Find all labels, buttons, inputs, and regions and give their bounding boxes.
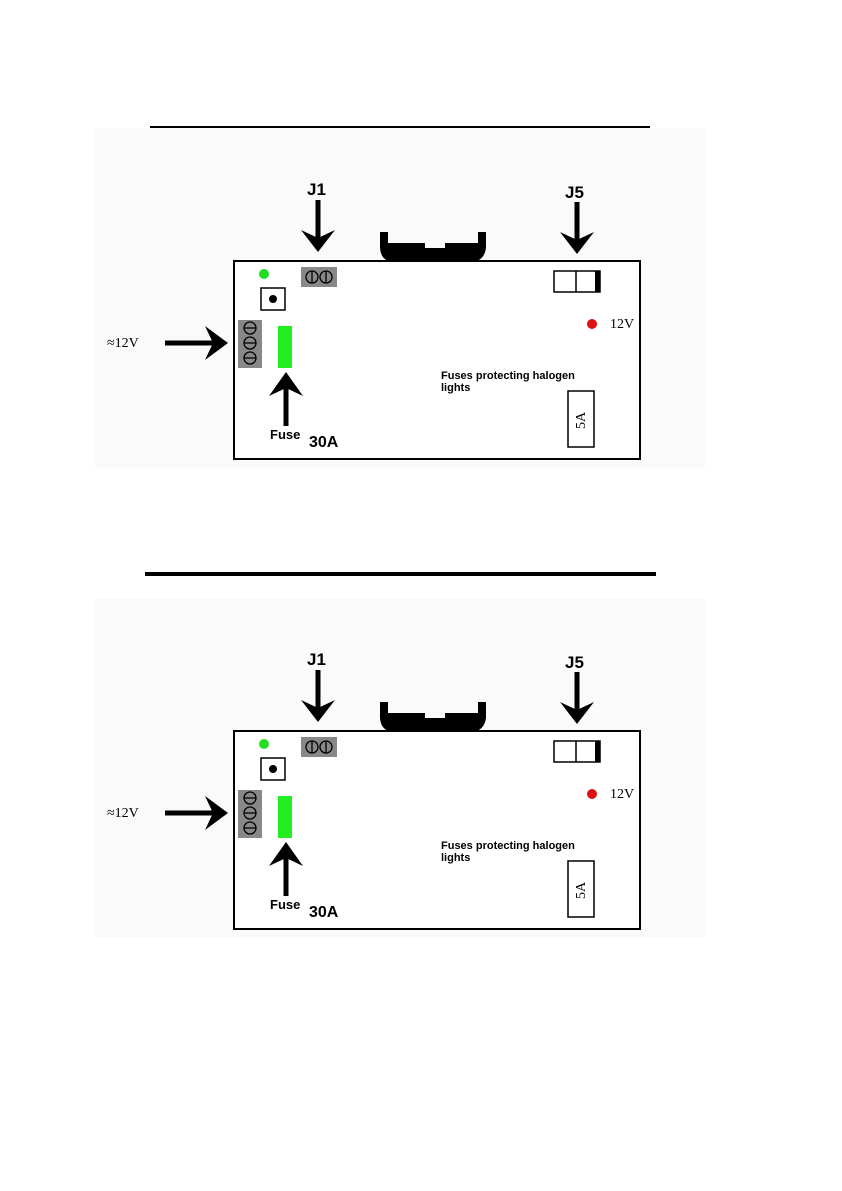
halogen-fuses-label-line2: lights	[441, 852, 470, 864]
fuse-label: Fuse	[270, 897, 300, 912]
halogen-fuse-rating: 5A	[574, 411, 589, 429]
j5-label: J5	[565, 183, 584, 202]
ac-input-arrow	[165, 796, 228, 830]
j5-arrow	[560, 672, 594, 724]
board-diagram-svg: J1 J5 ≈12V	[95, 128, 705, 468]
ac-voltage-label: ≈12V	[107, 806, 139, 821]
section-divider-2	[145, 572, 656, 576]
j1-label: J1	[307, 180, 326, 199]
halogen-fuse-rating: 5A	[574, 881, 589, 899]
ac-terminal-block	[238, 790, 262, 838]
ac-terminal-block	[238, 320, 262, 368]
j5-arrow	[560, 202, 594, 254]
push-button	[261, 288, 285, 310]
board-diagram-svg: J1 J5 ≈12V	[95, 598, 705, 938]
board-diagram-2: J1 J5 ≈12V	[95, 598, 705, 938]
dc-voltage-label: 12V	[610, 317, 634, 332]
ac-voltage-label: ≈12V	[107, 336, 139, 351]
j1-label: J1	[307, 650, 326, 669]
dc-voltage-label: 12V	[610, 787, 634, 802]
halogen-fuses-label-line2: lights	[441, 382, 470, 394]
fuse-rating-label: 30A	[309, 434, 339, 451]
main-fuse	[278, 796, 292, 838]
fuse-rating-label: 30A	[309, 904, 339, 921]
red-led	[587, 319, 597, 329]
halogen-fuses-label-line1: Fuses protecting halogen	[441, 370, 575, 382]
j1-arrow	[301, 200, 335, 252]
j5-connector	[554, 271, 600, 292]
green-led	[259, 269, 269, 279]
j5-label: J5	[565, 653, 584, 672]
j1-arrow	[301, 670, 335, 722]
ac-input-arrow	[165, 326, 228, 360]
red-led	[587, 789, 597, 799]
push-button	[261, 758, 285, 780]
j1-terminal-block	[301, 737, 337, 757]
j1-terminal-block	[301, 267, 337, 287]
main-fuse	[278, 326, 292, 368]
green-led	[259, 739, 269, 749]
fuse-label: Fuse	[270, 427, 300, 442]
halogen-fuses-label-line1: Fuses protecting halogen	[441, 840, 575, 852]
j5-connector	[554, 741, 600, 762]
top-connector	[380, 702, 486, 732]
board-diagram-1: J1 J5 ≈12V	[95, 128, 705, 468]
top-connector	[380, 232, 486, 262]
